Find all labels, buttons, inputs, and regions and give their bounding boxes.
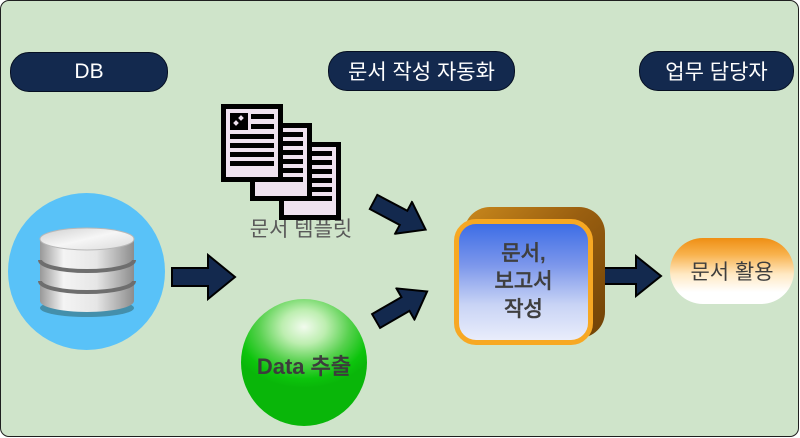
compose-node-face: 문서, 보고서 작성 (454, 219, 593, 345)
document-icon (221, 104, 283, 182)
header-pill-db: DB (10, 52, 168, 92)
data-extract-label: Data 추출 (256, 354, 352, 379)
compose-node: 문서, 보고서 작성 (454, 207, 606, 345)
flow-arrow-icon (370, 287, 429, 330)
header-pill-worker: 업무 담당자 (639, 51, 794, 91)
database-node (8, 193, 165, 350)
document-stack-icon (221, 104, 347, 224)
data-extract-node: Data 추출 (241, 299, 367, 426)
header-pill-worker-label: 업무 담당자 (665, 61, 768, 84)
usage-label: 문서 활용 (690, 261, 774, 284)
header-pill-automation: 문서 작성 자동화 (328, 51, 515, 91)
compose-label: 문서, 보고서 작성 (494, 242, 553, 321)
template-label: 문서 템플릿 (249, 218, 353, 241)
usage-node: 문서 활용 (670, 238, 794, 304)
flow-arrow-icon (601, 254, 663, 298)
header-pill-db-label: DB (74, 60, 104, 83)
database-cylinder-icon (37, 227, 136, 317)
flow-arrow-icon (171, 253, 237, 301)
flow-arrow-icon (368, 193, 428, 236)
header-pill-automation-label: 문서 작성 자동화 (348, 61, 495, 84)
image-placeholder-icon (230, 113, 248, 130)
